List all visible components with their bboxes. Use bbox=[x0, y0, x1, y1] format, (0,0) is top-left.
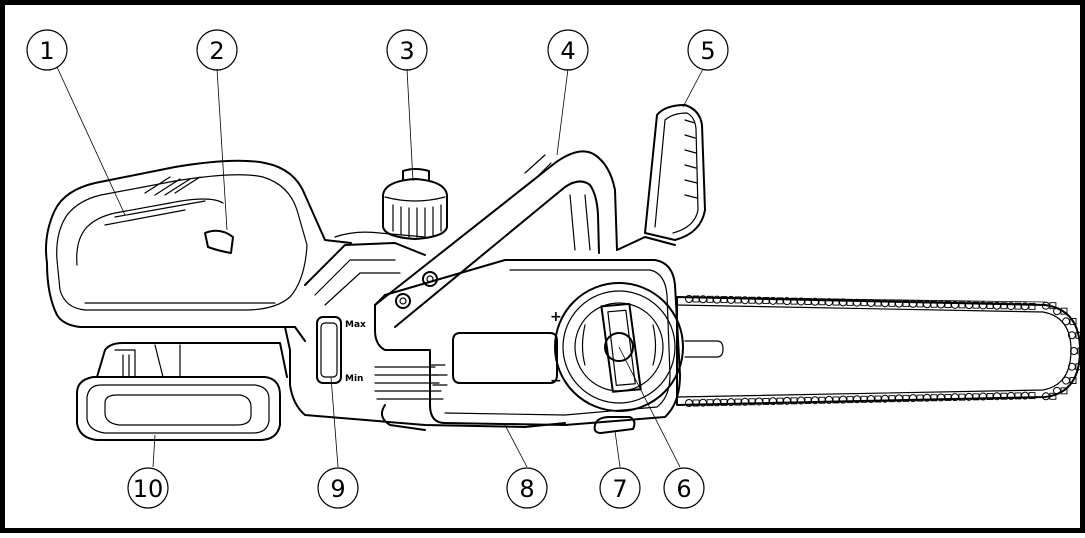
svg-text:6: 6 bbox=[676, 475, 691, 503]
chain-catcher bbox=[593, 416, 636, 434]
oil-max-label: Max bbox=[345, 320, 366, 330]
oil-level-window: Max Min bbox=[316, 316, 366, 384]
callout-5: 5 bbox=[687, 29, 729, 71]
svg-text:10: 10 bbox=[133, 475, 164, 503]
callout-2: 2 bbox=[196, 29, 238, 71]
callout-6: 6 bbox=[663, 467, 705, 509]
svg-text:8: 8 bbox=[519, 475, 534, 503]
chainsaw-diagram: Max Min bbox=[26, 29, 1085, 509]
oil-min-label: Min bbox=[345, 374, 363, 384]
svg-text:5: 5 bbox=[700, 37, 715, 65]
chain-links-top bbox=[685, 295, 1036, 311]
cover-recess bbox=[452, 332, 558, 384]
oil-tank-cap bbox=[382, 168, 448, 240]
callout-8: 8 bbox=[506, 467, 548, 509]
svg-text:9: 9 bbox=[330, 475, 345, 503]
callout-3: 3 bbox=[386, 29, 428, 71]
chain-links-bottom bbox=[685, 391, 1036, 407]
chain-brake-guard bbox=[616, 104, 706, 251]
callout-4: 4 bbox=[547, 29, 589, 71]
motor-housing: Max Min bbox=[284, 231, 681, 431]
dial-plus-mark: + bbox=[550, 309, 562, 325]
callout-9: 9 bbox=[317, 467, 359, 509]
rear-handle bbox=[45, 159, 352, 342]
chain-links-nose bbox=[1041, 301, 1085, 401]
callout-leaders bbox=[56, 66, 704, 468]
dial-minus-mark: − bbox=[550, 373, 562, 389]
svg-text:2: 2 bbox=[209, 37, 224, 65]
svg-text:1: 1 bbox=[39, 37, 54, 65]
trigger bbox=[204, 229, 234, 254]
svg-text:3: 3 bbox=[399, 37, 414, 65]
svg-text:4: 4 bbox=[560, 37, 575, 65]
callout-10: 10 bbox=[127, 467, 169, 509]
svg-text:7: 7 bbox=[612, 475, 627, 503]
guide-bar-and-chain bbox=[676, 295, 1085, 407]
chain-tension-dial: + − bbox=[550, 282, 684, 412]
battery-pack bbox=[76, 342, 288, 441]
callout-1: 1 bbox=[26, 29, 68, 71]
callout-7: 7 bbox=[599, 467, 641, 509]
front-handle bbox=[374, 150, 618, 328]
